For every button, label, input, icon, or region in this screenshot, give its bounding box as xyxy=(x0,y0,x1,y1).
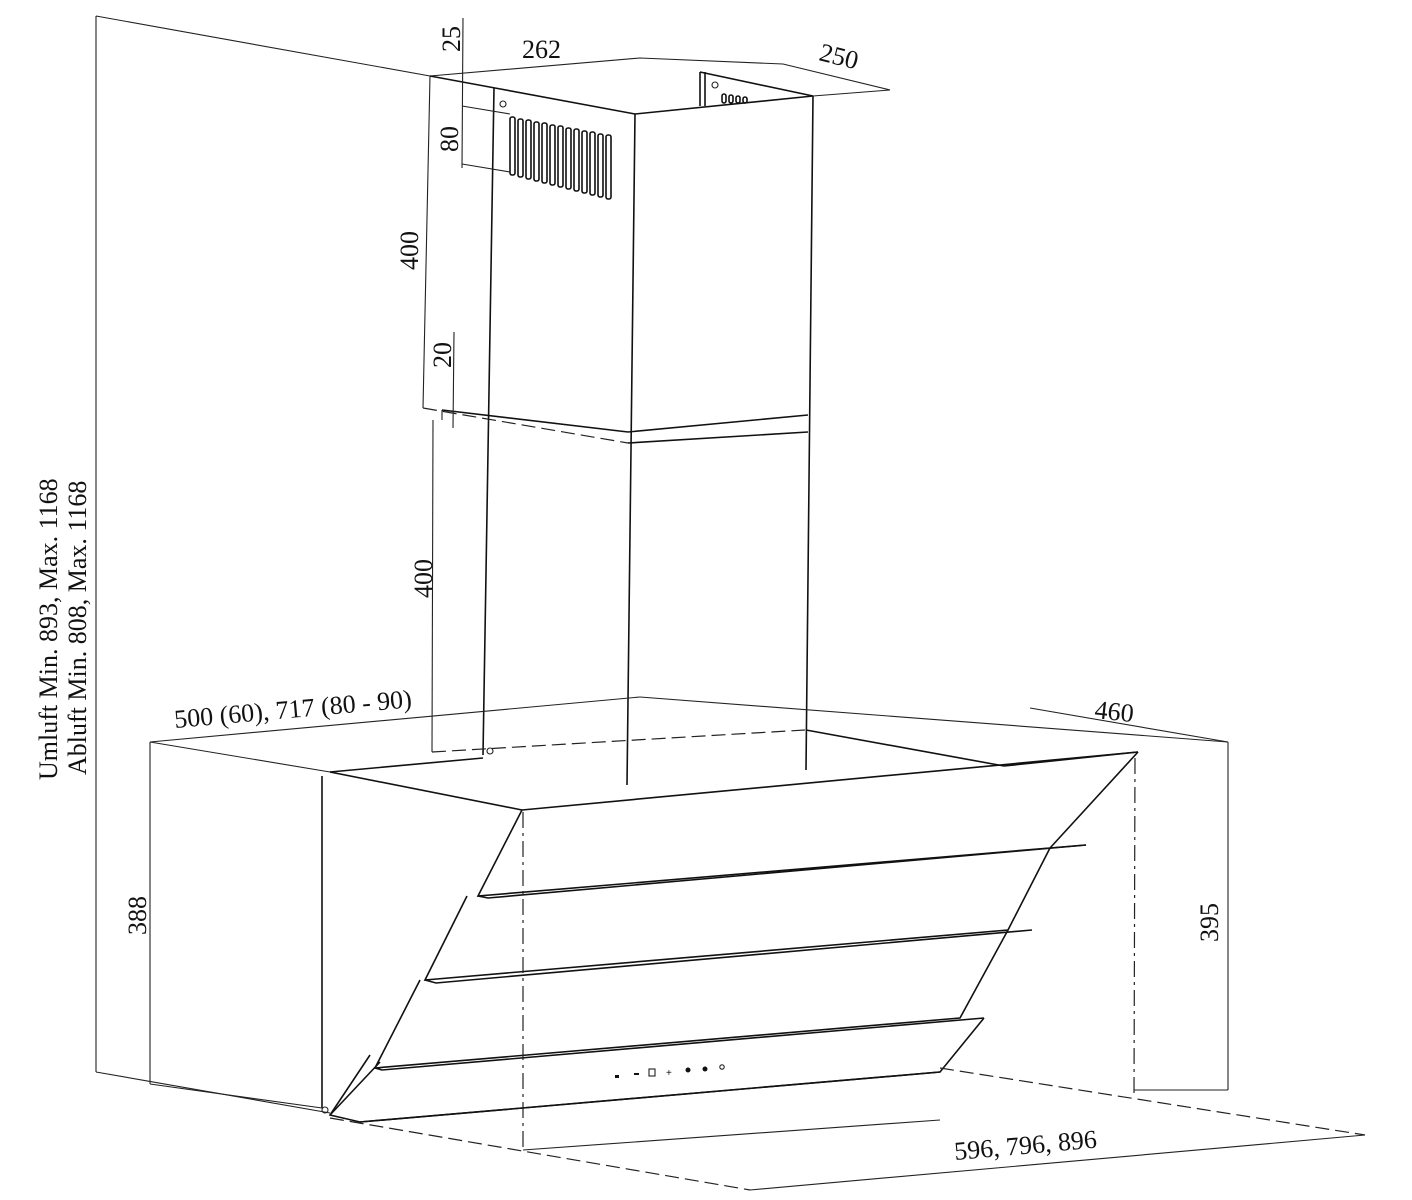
hood-body xyxy=(149,696,1366,1191)
display-icon xyxy=(648,1068,656,1077)
power-button-icon xyxy=(615,1075,619,1078)
speed-1-button-icon xyxy=(685,1067,691,1073)
dim-395: 395 xyxy=(1195,903,1224,942)
plus-button-icon: + xyxy=(666,1068,672,1079)
dim-400-upper: 400 xyxy=(395,231,424,270)
dim-262: 262 xyxy=(522,35,561,64)
speed-2-button-icon xyxy=(702,1066,708,1072)
light-button-icon xyxy=(719,1064,725,1070)
minus-button-icon xyxy=(634,1073,639,1075)
dim-80: 80 xyxy=(435,126,464,152)
control-panel: + xyxy=(615,1064,725,1079)
dim-388: 388 xyxy=(123,896,152,935)
dim-400-lower: 400 xyxy=(409,559,438,598)
height-label-umluft: Umluft Min. 893, Max. 1168 xyxy=(34,478,63,780)
dim-460: 460 xyxy=(1093,695,1135,728)
dim-hood-depth: 500 (60), 717 (80 - 90) xyxy=(173,684,413,734)
dim-250: 250 xyxy=(817,38,862,76)
dim-hood-width: 596, 796, 896 xyxy=(953,1125,1098,1166)
dim-25: 25 xyxy=(437,26,466,52)
overall-height-dimension: Umluft Min. 893, Max. 1168 Abluft Min. 8… xyxy=(34,15,431,1114)
hood-dimensions: 500 (60), 717 (80 - 90) 460 388 395 596,… xyxy=(123,684,1229,1166)
height-label-abluft: Abluft Min. 808, Max. 1168 xyxy=(63,481,92,775)
upper-chimney xyxy=(422,57,891,786)
vent-slots xyxy=(509,93,748,200)
dim-20: 20 xyxy=(428,342,457,368)
chimney-dimensions: 25 80 262 250 400 20 400 xyxy=(395,17,862,753)
